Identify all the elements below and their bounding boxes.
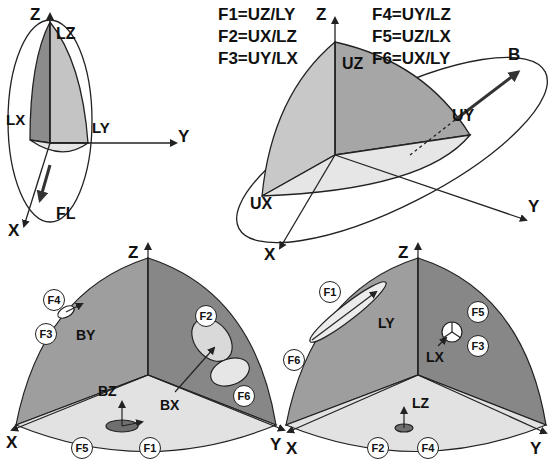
callout-circle: F2 — [367, 437, 389, 459]
callout-number: F1 — [324, 287, 337, 298]
callout-number: F4 — [48, 295, 61, 306]
axis-label: Z — [30, 6, 40, 23]
axis-label: X — [286, 440, 297, 457]
callout-circle: F4 — [417, 437, 439, 459]
callout-number: F2 — [200, 311, 213, 322]
callout-circle: F2 — [195, 305, 217, 327]
axis-label: Y — [178, 128, 189, 145]
callout-number: F6 — [288, 355, 301, 366]
axis-label: UZ — [342, 56, 363, 72]
callout-number: F3 — [472, 341, 485, 352]
callout-circle: F6 — [283, 349, 305, 371]
equation-text: F1=UZ/LY — [218, 6, 295, 23]
callout-circle: F5 — [467, 301, 489, 323]
axis-label: X — [8, 222, 19, 239]
callout-circle: F5 — [71, 437, 93, 459]
axis-label: X — [6, 434, 17, 451]
callout-circle: F1 — [139, 437, 161, 459]
axis-label: LX — [426, 350, 444, 364]
callout-circle: F4 — [43, 289, 65, 311]
callout-number: F3 — [40, 329, 53, 340]
axis-label: LY — [92, 120, 110, 135]
axis-label: Z — [128, 244, 138, 261]
callout-number: F1 — [144, 443, 157, 454]
callout-circle: F1 — [319, 281, 341, 303]
callout-number: F4 — [422, 443, 435, 454]
axis-label: FL — [56, 206, 76, 222]
axis-label: BY — [76, 328, 95, 342]
callout-number: F6 — [238, 391, 251, 402]
callout-circle: F6 — [233, 385, 255, 407]
axis-label: Y — [528, 198, 539, 215]
axis-label: X — [264, 246, 275, 263]
axis-label: LX — [6, 112, 25, 127]
callout-number: F2 — [372, 443, 385, 454]
callout-number: F5 — [76, 443, 89, 454]
callout-circle: F3 — [35, 323, 57, 345]
equation-text: F4=UY/LZ — [372, 6, 451, 23]
axis-label: LY — [378, 316, 395, 330]
callout-number: F5 — [472, 307, 485, 318]
axis-label: Z — [316, 6, 326, 23]
axis-label: Y — [270, 436, 281, 453]
axis-label: Y — [530, 440, 541, 457]
callout-circle: F3 — [467, 335, 489, 357]
equation-text: F6=UX/LY — [372, 50, 450, 67]
axis-label: UX — [250, 196, 272, 212]
equation-text: F2=UX/LZ — [218, 28, 297, 45]
axis-label: UY — [452, 108, 474, 124]
axis-label: LZ — [412, 396, 429, 410]
equation-text: F5=UZ/LX — [372, 28, 451, 45]
axis-label: B — [508, 46, 520, 63]
equation-text: F3=UY/LX — [218, 50, 298, 67]
axis-label: BX — [160, 398, 179, 412]
axis-label: Z — [398, 244, 408, 261]
axis-label: LZ — [56, 26, 76, 42]
axis-label: BZ — [98, 384, 117, 398]
